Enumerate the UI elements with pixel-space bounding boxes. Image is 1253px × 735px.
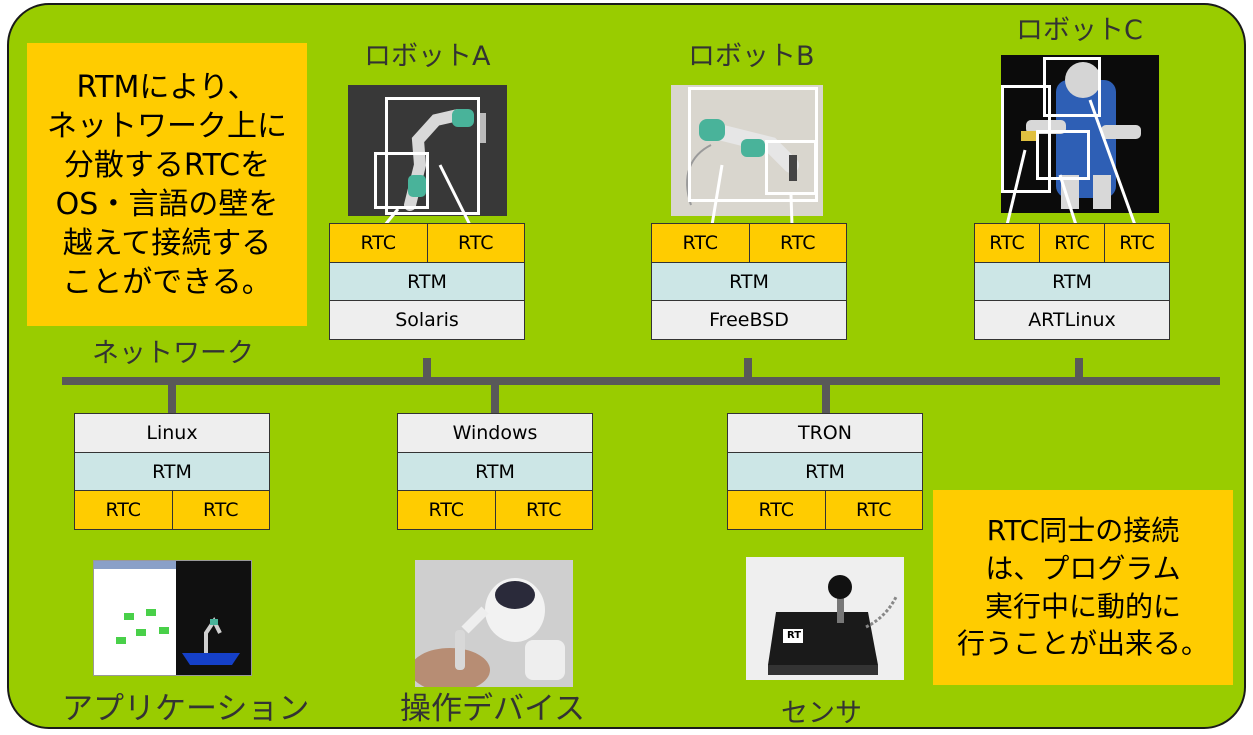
rtc-row: RTC RTC (329, 223, 525, 263)
note-line: ネットワーク上に (47, 108, 287, 144)
bus-drop-robot-b (744, 358, 752, 380)
robot-c-rtc-box-head (1043, 57, 1101, 117)
sensor-rt-label: RT (786, 630, 802, 641)
note-line: 分散するRTCを (63, 147, 271, 183)
bus-drop-robot-a (423, 358, 431, 380)
robot-b-caption: ロボットB (688, 41, 815, 72)
sensor-stack: TRON RTM RTC RTC (727, 413, 923, 530)
note-line: OS・言語の壁を (55, 186, 279, 222)
robot-c-caption: ロボットC (1016, 15, 1143, 46)
network-label: ネットワーク (92, 338, 254, 369)
os-layer: FreeBSD (651, 300, 847, 340)
rtc-component: RTC (426, 224, 525, 262)
rtc-row: RTC RTC (651, 223, 847, 263)
note-dynamic-connection: RTC同士の接続 は、プログラム 実行中に動的に 行うことが出来る。 (933, 490, 1233, 685)
device-photo (415, 560, 573, 687)
rtc-component: RTC (748, 224, 847, 262)
robot-b-rtc-box-small (765, 140, 817, 195)
rtm-layer: RTM (74, 451, 270, 492)
note-line: ことができる。 (62, 264, 272, 300)
note-line: は、プログラム (985, 551, 1181, 585)
rtc-row: RTC RTC RTC (974, 223, 1170, 263)
robot-a-caption: ロボットA (364, 41, 491, 72)
bus-drop-sensor (822, 382, 830, 416)
rtm-layer: RTM (397, 451, 593, 492)
note-line: RTC同士の接続 (986, 513, 1180, 547)
rtc-component: RTC (105, 499, 142, 521)
device-caption: 操作デバイス (400, 691, 586, 727)
sensor-caption: センサ (781, 698, 862, 729)
robot-c-stack: RTC RTC RTC RTM ARTLinux (974, 223, 1170, 340)
application-caption: アプリケーション (62, 691, 310, 727)
rtm-layer: RTM (329, 261, 525, 302)
rtc-row: RTC RTC (727, 490, 923, 530)
os-layer: Linux (74, 413, 270, 453)
bus-drop-robot-c (1075, 358, 1083, 380)
robot-a-stack: RTC RTC RTM Solaris (329, 223, 525, 340)
rtc-component: RTC (989, 232, 1025, 254)
network-bus (62, 377, 1220, 385)
note-line: 行うことが出来る。 (956, 627, 1209, 661)
robot-b-stack: RTC RTC RTM FreeBSD (651, 223, 847, 340)
rtc-component: RTC (1039, 224, 1104, 262)
application-stack: Linux RTM RTC RTC (74, 413, 270, 530)
note-line: RTMにより、 (76, 69, 258, 105)
rtc-row: RTC RTC (74, 490, 270, 530)
os-layer: Solaris (329, 300, 525, 340)
note-line: 実行中に動的に (984, 589, 1181, 623)
rtc-component: RTC (682, 232, 719, 254)
robot-a-rtc-box-small (374, 152, 429, 209)
os-layer: TRON (727, 413, 923, 453)
bus-drop-device (491, 382, 499, 416)
bus-drop-application (168, 382, 176, 416)
rtc-component: RTC (494, 491, 593, 529)
os-layer: ARTLinux (974, 300, 1170, 340)
robot-a-rtc-box-large (385, 97, 480, 215)
note-rtm-network: RTMにより、 ネットワーク上に 分散するRTCを OS・言語の壁を 越えて接続… (27, 43, 307, 326)
rtm-layer: RTM (974, 261, 1170, 302)
sensor-photo: RT (746, 557, 904, 680)
note-line: 越えて接続する (62, 225, 272, 261)
robot-c-rtc-box-body (1036, 130, 1090, 180)
rtm-layer: RTM (651, 261, 847, 302)
rtc-component: RTC (1104, 224, 1169, 262)
rtc-component: RTC (171, 491, 270, 529)
application-screenshot (93, 560, 252, 676)
rtc-component: RTC (758, 499, 795, 521)
rtc-component: RTC (824, 491, 923, 529)
rtm-layer: RTM (727, 451, 923, 492)
device-stack: Windows RTM RTC RTC (397, 413, 593, 530)
rtc-component: RTC (428, 499, 465, 521)
os-layer: Windows (397, 413, 593, 453)
rtc-row: RTC RTC (397, 490, 593, 530)
rtc-component: RTC (360, 232, 397, 254)
